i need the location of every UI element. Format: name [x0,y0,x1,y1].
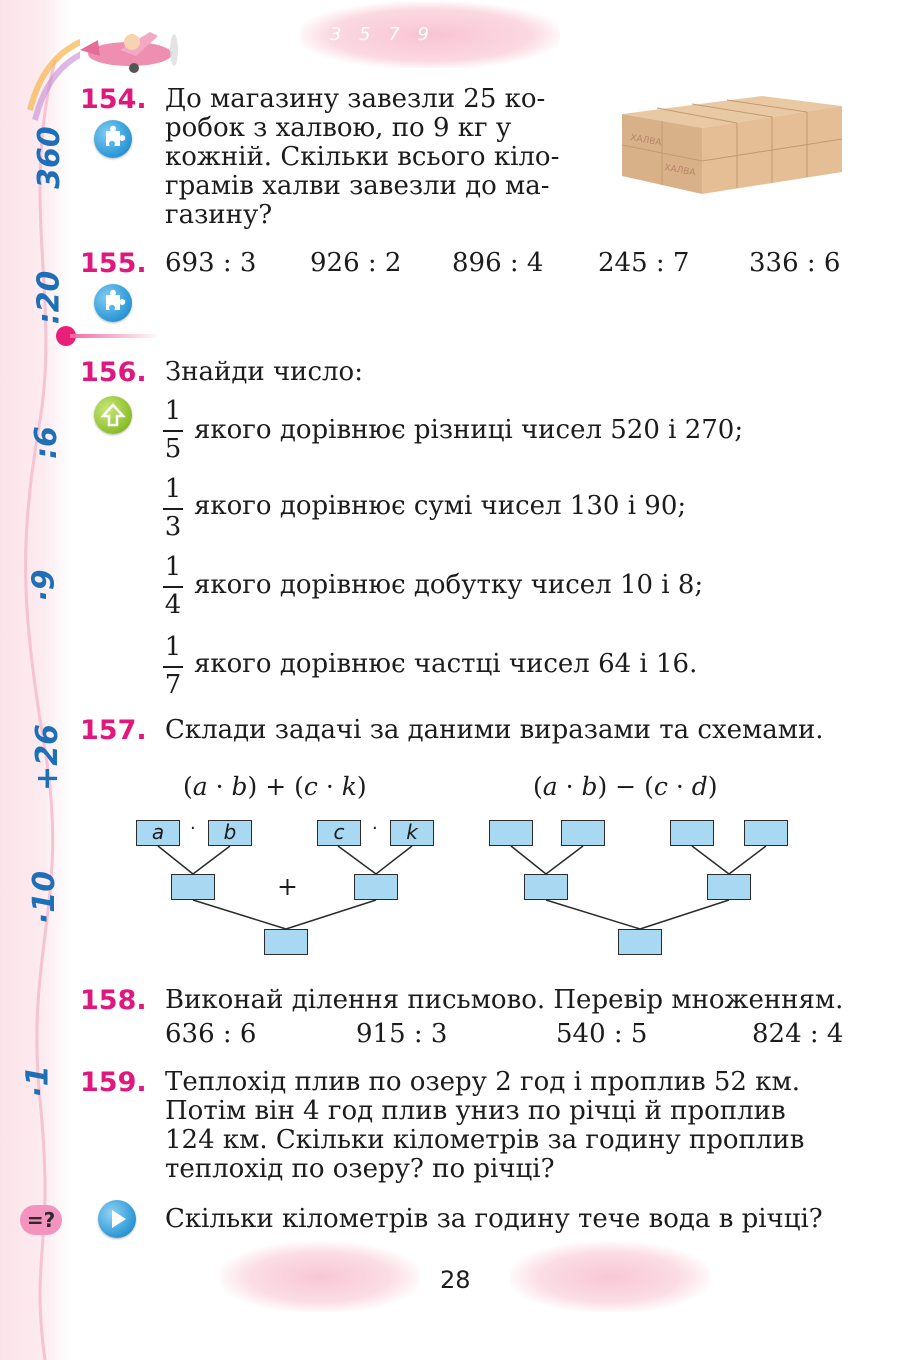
fraction-condition: якого дорівнює різниці чисел 520 і 270; [194,415,744,445]
fraction-numerator: 1 [164,632,182,662]
fraction-bar [163,430,183,432]
formula-left: (a · b) + (c · k) [183,772,367,801]
division-expression: 336 : 6 [749,248,841,278]
fraction-bar [163,508,183,510]
task-159-line: Теплохід плив по озеру 2 год і проплив 5… [165,1067,800,1097]
division-expression: 824 : 4 [752,1019,844,1049]
fraction-condition: якого дорівнює сумі чисел 130 і 90; [194,491,687,521]
scheme-box-empty [489,820,533,846]
fraction-condition: якого дорівнює добутку чисел 10 і 8; [194,570,704,600]
puzzle-icon [94,120,132,158]
bottom-cloud-left [220,1242,420,1312]
task-number-155: 155. [80,248,147,279]
section-marker-line [70,334,160,338]
scheme-box-c: c [317,820,361,846]
task-159-line: 124 км. Скільки кілометрів за годину про… [165,1125,805,1155]
section-marker-dot [56,326,76,346]
fraction-denominator: 5 [164,434,182,464]
scheme-box-empty [354,874,398,900]
scheme-box-empty [561,820,605,846]
task-number-157: 157. [80,715,147,746]
fraction-denominator: 7 [164,670,182,700]
division-expression: 896 : 4 [452,248,544,278]
division-expression: 540 : 5 [556,1019,648,1049]
fraction-numerator: 1 [164,552,182,582]
bottom-cloud-right [510,1242,710,1312]
plus-sign: + [277,872,298,901]
scheme-box-b: b [208,820,252,846]
scheme-box-empty [264,929,308,955]
page-number: 28 [440,1266,471,1294]
scheme-box-empty [618,929,662,955]
task-number-156: 156. [80,357,147,388]
division-expression: 636 : 6 [165,1019,257,1049]
task-number-159: 159. [80,1067,147,1098]
task-154-line: робок з халвою, по 9 кг у [165,113,512,143]
task-number-158: 158. [80,985,147,1016]
airplane-icon [80,32,178,73]
play-icon [98,1200,136,1238]
margin-wave-line [24,38,80,1360]
question-badge: =? [20,1205,62,1235]
arrow-up-icon [94,396,132,434]
puzzle-icon [94,284,132,322]
formula-right: (a · b) − (c · d) [533,772,718,801]
fraction-denominator: 4 [164,590,182,620]
fraction-bar [163,586,183,588]
task-156-intro: Знайди число: [165,357,363,387]
division-expression: 926 : 2 [310,248,402,278]
division-expression: 245 : 7 [598,248,690,278]
task-154-line: газину? [165,200,273,230]
fraction-numerator: 1 [164,396,182,426]
fraction-numerator: 1 [164,474,182,504]
task-159-extra: Скільки кілометрів за годину тече вода в… [165,1204,823,1234]
halva-boxes-image: ХАЛВА ХАЛВА [621,96,843,194]
task-154-line: кожній. Скільки всього кіло- [165,142,560,172]
multiply-dot: · [190,818,196,839]
task-154-line: До магазину завезли 25 ко- [165,84,546,114]
scheme-box-a: a [136,820,180,846]
task-159-line: теплохід по озеру? по річці? [165,1154,555,1184]
task-number-154: 154. [80,84,147,115]
scheme-box-empty [744,820,788,846]
scheme-box-empty [524,874,568,900]
task-157-text: Склади задачі за даними виразами та схем… [165,715,824,745]
scheme-box-k: k [390,820,434,846]
task-154-line: грамів халви завезли до ма- [165,171,550,201]
multiply-dot: · [372,818,378,839]
division-expression: 693 : 3 [165,248,257,278]
top-cloud [300,2,560,68]
task-158-text: Виконай ділення письмово. Перевір множен… [165,985,844,1015]
scheme-box-empty [707,874,751,900]
cloud-digits: 3 5 7 9 [330,24,435,45]
division-expression: 915 : 3 [356,1019,448,1049]
task-159-line: Потім він 4 год плив униз по річці й про… [165,1096,786,1126]
fraction-condition: якого дорівнює частці чисел 64 і 16. [194,649,698,679]
scheme-box-empty [171,874,215,900]
scheme-box-empty [670,820,714,846]
fraction-bar [163,666,183,668]
fraction-denominator: 3 [164,512,182,542]
